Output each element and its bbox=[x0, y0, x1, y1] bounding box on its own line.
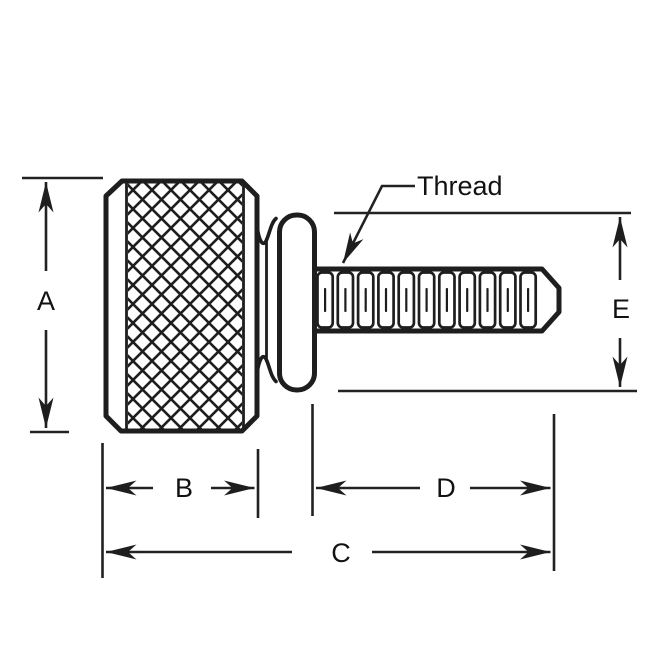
thread-label: Thread bbox=[417, 171, 503, 201]
thumb-screw-part bbox=[103, 178, 562, 434]
screw-collar bbox=[277, 212, 317, 393]
thread-ridge bbox=[377, 271, 395, 329]
dim-label-b: B bbox=[175, 473, 193, 503]
thread-ridge bbox=[478, 271, 497, 329]
thread-ridge bbox=[356, 271, 375, 329]
thread-ridge bbox=[458, 271, 477, 329]
thread-ridges bbox=[316, 271, 538, 329]
dim-label-d: D bbox=[436, 473, 456, 503]
dimension-d: D bbox=[311, 404, 556, 571]
dimension-e: E bbox=[334, 211, 637, 393]
thread-ridge bbox=[417, 271, 436, 329]
dim-label-c: C bbox=[331, 538, 351, 568]
thread-ridge bbox=[437, 271, 456, 329]
knurl-pattern bbox=[128, 183, 242, 429]
thread-ridge bbox=[519, 271, 538, 329]
dimension-b: B bbox=[101, 443, 260, 578]
dim-label-e: E bbox=[612, 294, 630, 324]
thread-ridge bbox=[336, 271, 355, 329]
thread-ridge bbox=[316, 271, 335, 329]
thread-leader-line bbox=[341, 184, 415, 264]
dimension-c: C bbox=[106, 538, 551, 568]
thread-ridge bbox=[397, 271, 416, 329]
dimension-a: A bbox=[22, 176, 103, 434]
thread-callout: Thread bbox=[341, 171, 503, 264]
screw-neck bbox=[255, 216, 278, 384]
thread-ridge bbox=[498, 271, 517, 329]
knurled-head bbox=[103, 178, 260, 434]
dim-label-a: A bbox=[37, 286, 55, 316]
